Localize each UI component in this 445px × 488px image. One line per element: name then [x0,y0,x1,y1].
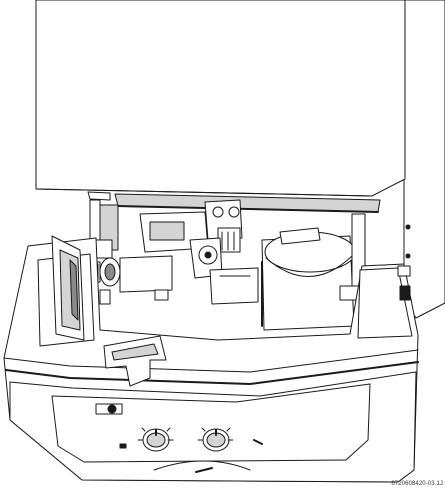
boiler-upper-casing [36,0,405,196]
panel-symbols [120,440,262,448]
hinged-cover-flap [52,236,84,340]
side-latch [398,266,410,300]
temperature-knob-right [198,428,233,451]
control-panel-housing [4,238,418,482]
panel-bottom-indent [154,461,250,472]
figure-reference-code: 6720608420-03.1J [391,481,443,487]
internal-components [82,192,380,330]
temperature-knob-left [138,428,173,451]
control-panel-display [96,404,122,414]
cover-handle [104,336,166,386]
